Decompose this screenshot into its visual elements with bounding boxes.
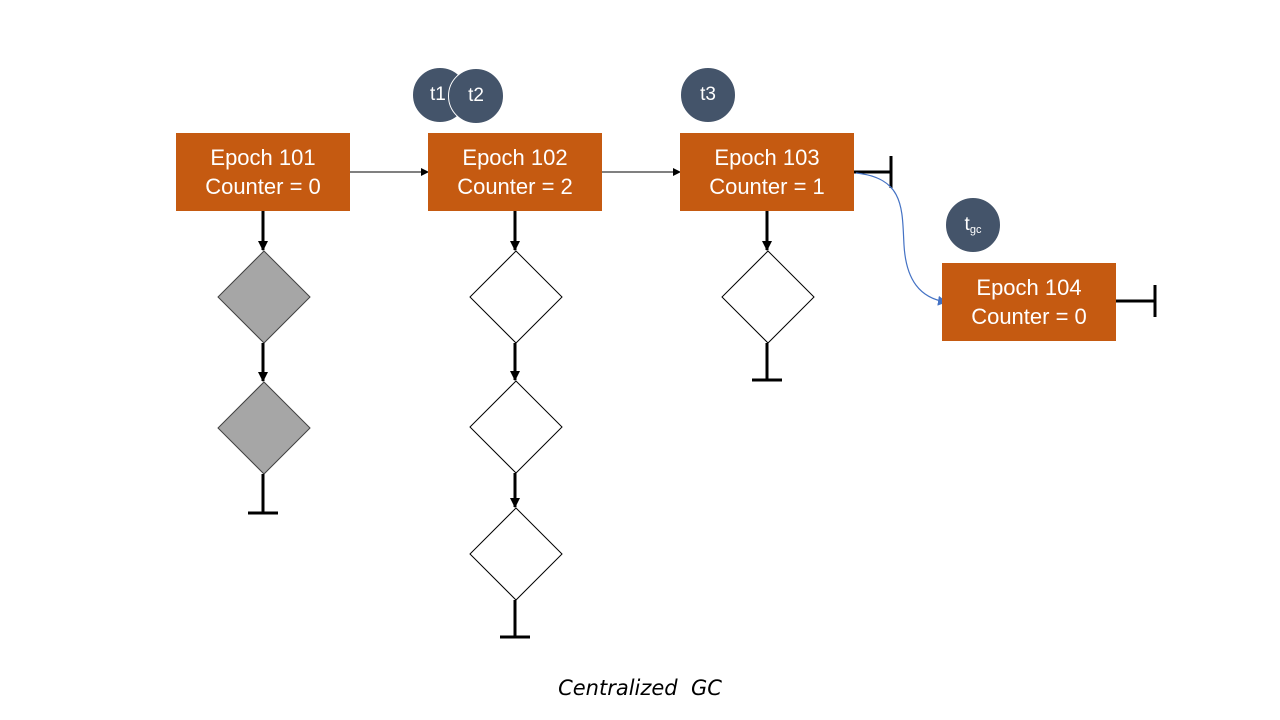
epoch-101-box: Epoch 101 Counter = 0 <box>176 133 350 211</box>
col101-node-1 <box>217 250 311 344</box>
thread-tgc-main: t <box>964 214 970 235</box>
col102-node-3 <box>469 507 563 601</box>
thread-tgc-subscript: gc <box>969 224 982 236</box>
gc-arrow <box>855 172 947 306</box>
epoch-104-title: Epoch 104 <box>976 275 1082 300</box>
epoch-102-box: Epoch 102 Counter = 2 <box>428 133 602 211</box>
thread-tgc-label: tgc <box>965 214 982 236</box>
thread-t3-badge: t3 <box>680 67 736 123</box>
diagram-caption: Centralized GC <box>558 676 722 700</box>
epoch-104-counter: Counter = 0 <box>971 304 1087 329</box>
epoch-102-counter: Counter = 2 <box>457 174 573 199</box>
col102-node-1 <box>469 250 563 344</box>
epoch-101-counter: Counter = 0 <box>205 174 321 199</box>
thread-t1-label: t1 <box>430 84 446 105</box>
epoch-104-box: Epoch 104 Counter = 0 <box>942 263 1116 341</box>
epoch-103-title: Epoch 103 <box>714 145 820 170</box>
thread-tgc-badge: tgc <box>945 197 1001 253</box>
col103-node-1 <box>721 250 815 344</box>
thread-t2-label: t2 <box>468 85 484 106</box>
col101-node-2 <box>217 381 311 475</box>
epoch-101-title: Epoch 101 <box>210 145 316 170</box>
epoch-102-title: Epoch 102 <box>462 145 568 170</box>
epoch-103-counter: Counter = 1 <box>709 174 825 199</box>
epoch-103-box: Epoch 103 Counter = 1 <box>680 133 854 211</box>
thread-t3-label: t3 <box>700 84 716 105</box>
col102-node-2 <box>469 380 563 474</box>
thread-t2-badge: t2 <box>448 68 504 124</box>
